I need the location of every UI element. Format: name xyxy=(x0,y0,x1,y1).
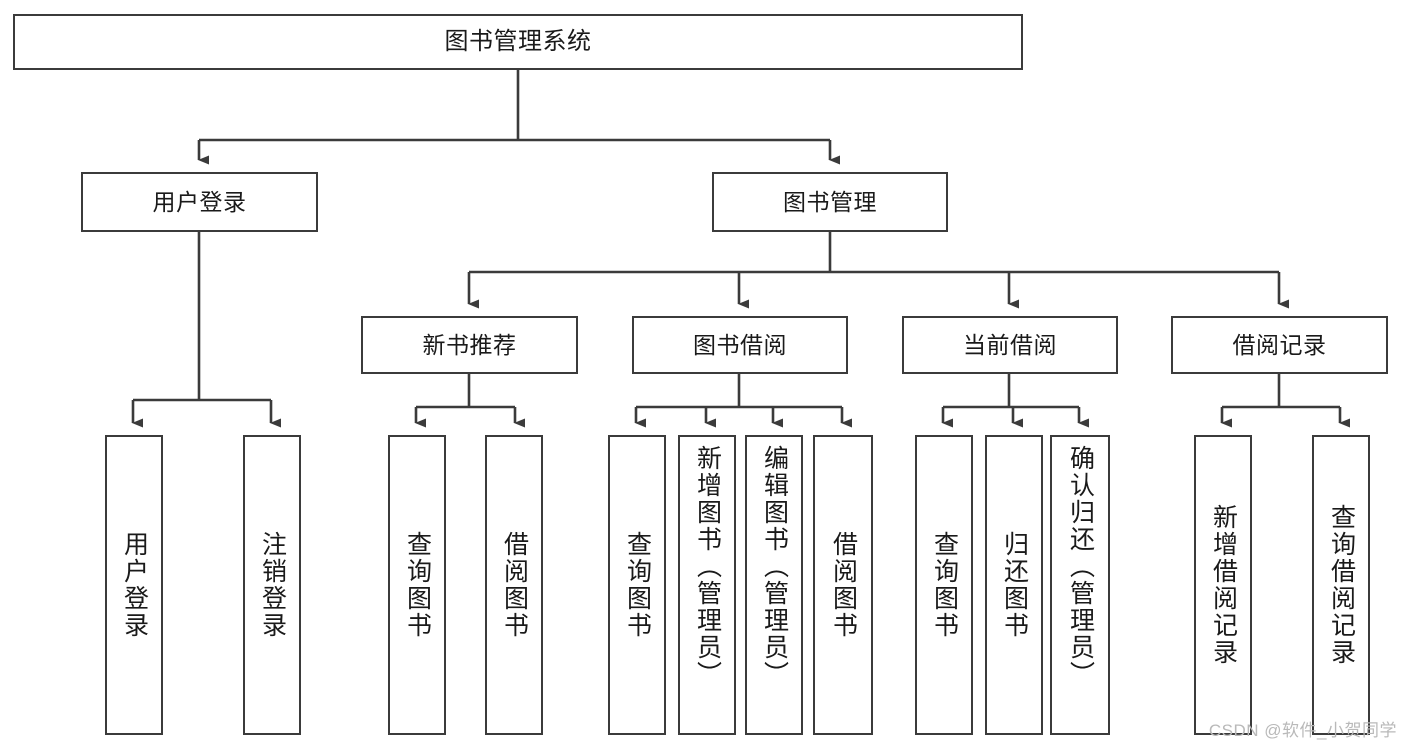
leaf-query-borrow-record[interactable]: 查询借阅记录 xyxy=(1312,435,1370,735)
node-label: 图书借阅 xyxy=(693,331,787,358)
node-label: 图书管理系统 xyxy=(444,28,592,56)
node-label: 注销登录 xyxy=(258,531,287,639)
node-label: 确认归还（管理员） xyxy=(1066,445,1095,688)
leaf-add-book-admin[interactable]: 新增图书（管理员） xyxy=(678,435,736,735)
leaf-user-login[interactable]: 用户登录 xyxy=(105,435,163,735)
node-label: 新增借阅记录 xyxy=(1209,504,1238,666)
leaf-logout-login[interactable]: 注销登录 xyxy=(243,435,301,735)
node-user-login[interactable]: 用户登录 xyxy=(81,172,318,232)
leaf-return-book[interactable]: 归还图书 xyxy=(985,435,1043,735)
node-label: 编辑图书（管理员） xyxy=(760,445,789,688)
node-book-management[interactable]: 图书管理 xyxy=(712,172,948,232)
node-label: 查询图书 xyxy=(930,531,959,639)
node-label: 查询借阅记录 xyxy=(1327,504,1356,666)
watermark-csdn: CSDN @软件_小贺同学 xyxy=(1208,721,1397,740)
node-label: 图书管理 xyxy=(783,188,877,215)
node-label: 借阅图书 xyxy=(829,531,858,639)
leaf-query-book-recommend[interactable]: 查询图书 xyxy=(388,435,446,735)
leaf-query-book-current[interactable]: 查询图书 xyxy=(915,435,973,735)
node-borrow-record[interactable]: 借阅记录 xyxy=(1171,316,1388,374)
node-label: 用户登录 xyxy=(152,188,247,215)
leaf-confirm-return-admin[interactable]: 确认归还（管理员） xyxy=(1050,435,1110,735)
node-label: 新书推荐 xyxy=(422,331,517,358)
node-root-library-system[interactable]: 图书管理系统 xyxy=(13,14,1023,70)
node-label: 新增图书（管理员） xyxy=(693,445,722,688)
leaf-edit-book-admin[interactable]: 编辑图书（管理员） xyxy=(745,435,803,735)
node-label: 归还图书 xyxy=(1000,531,1029,639)
node-label: 借阅图书 xyxy=(500,531,529,639)
leaf-borrow-book[interactable]: 借阅图书 xyxy=(813,435,873,735)
node-label: 当前借阅 xyxy=(963,331,1057,358)
node-book-borrow[interactable]: 图书借阅 xyxy=(632,316,848,374)
node-label: 查询图书 xyxy=(623,531,652,639)
leaf-add-borrow-record[interactable]: 新增借阅记录 xyxy=(1194,435,1252,735)
leaf-borrow-book-recommend[interactable]: 借阅图书 xyxy=(485,435,543,735)
node-label: 查询图书 xyxy=(403,531,432,639)
node-label: 用户登录 xyxy=(120,531,149,639)
leaf-query-book-borrow[interactable]: 查询图书 xyxy=(608,435,666,735)
node-label: 借阅记录 xyxy=(1232,331,1327,358)
node-current-borrow[interactable]: 当前借阅 xyxy=(902,316,1118,374)
node-new-book-recommend[interactable]: 新书推荐 xyxy=(361,316,578,374)
